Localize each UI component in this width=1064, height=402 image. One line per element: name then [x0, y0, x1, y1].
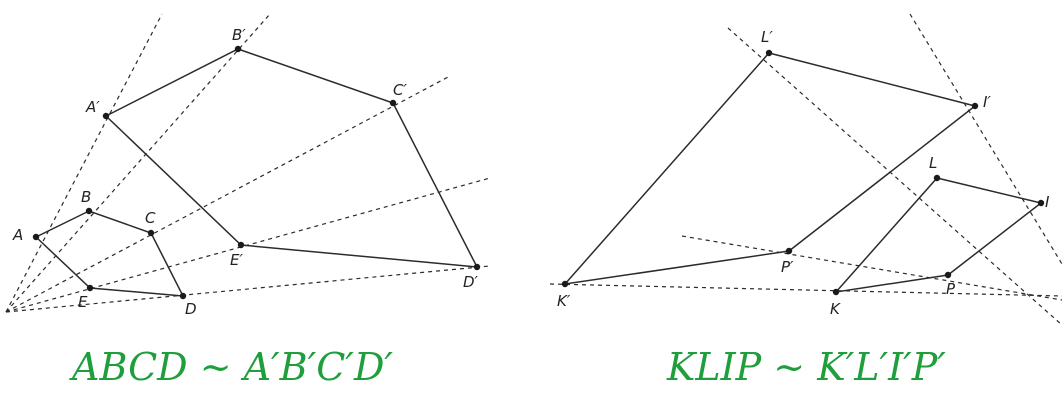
polygon-A-prime [104, 48, 479, 268]
point-A [32, 233, 40, 241]
point-K-prime [561, 280, 569, 288]
label-A-prime: A′ [85, 98, 100, 116]
ray-through-P [681, 235, 1063, 301]
point-D-prime [473, 263, 481, 271]
polygon-ABCDE [34, 210, 185, 297]
label-P-prime: P′ [781, 258, 794, 276]
point-L-prime [765, 49, 773, 57]
point-P-prime [785, 247, 793, 255]
point-C [147, 229, 155, 237]
label-P: P [946, 280, 956, 298]
label-L-prime: L′ [761, 28, 773, 46]
point-B [85, 207, 93, 215]
point-A-prime [102, 112, 110, 120]
ray-through-D [5, 265, 491, 313]
label-D-prime: D′ [463, 273, 479, 291]
right-dilation-rays [549, 13, 1063, 326]
label-I: I [1045, 193, 1050, 211]
point-I-prime [971, 102, 979, 110]
label-K-prime: K′ [557, 292, 571, 310]
left-vertices [32, 45, 481, 300]
label-D: D [185, 300, 197, 318]
point-E-prime [237, 241, 245, 249]
point-P [944, 271, 952, 279]
polygon-K-prime [563, 52, 977, 286]
point-K [832, 288, 840, 296]
label-I-prime: I′ [983, 93, 991, 111]
label-L: L [929, 154, 937, 172]
ray-through-A [5, 13, 163, 313]
ray-through-K [549, 283, 1063, 297]
right-labels: K L I P K′ L′ I′ P′ [557, 28, 1050, 318]
point-L [933, 174, 941, 182]
ray-through-L [727, 27, 1063, 326]
similarity-statement-right: KLIP ∼ K′L′I′P′ [667, 345, 946, 389]
point-E [86, 284, 94, 292]
ray-through-C [5, 75, 451, 313]
label-A: A [12, 226, 23, 244]
label-K: K [830, 300, 841, 318]
ray-through-B [5, 13, 271, 313]
polygon-KLIP [834, 177, 1043, 294]
point-I [1037, 199, 1045, 207]
label-C-prime: C′ [393, 81, 407, 99]
label-E: E [78, 293, 88, 311]
label-E-prime: E′ [230, 251, 243, 269]
left-labels: A B C D E A′ B′ C′ D′ E′ [12, 26, 479, 318]
similarity-statement-left: ABCD ∼ A′B′C′D′ [72, 345, 394, 389]
right-vertices [561, 49, 1045, 296]
point-D [179, 292, 187, 300]
left-dilation-rays [5, 13, 491, 313]
label-C: C [145, 209, 156, 227]
ray-through-I [909, 13, 1063, 265]
point-C-prime [389, 99, 397, 107]
label-B-prime: B′ [232, 26, 246, 44]
point-B-prime [234, 45, 242, 53]
label-B: B [81, 188, 91, 206]
